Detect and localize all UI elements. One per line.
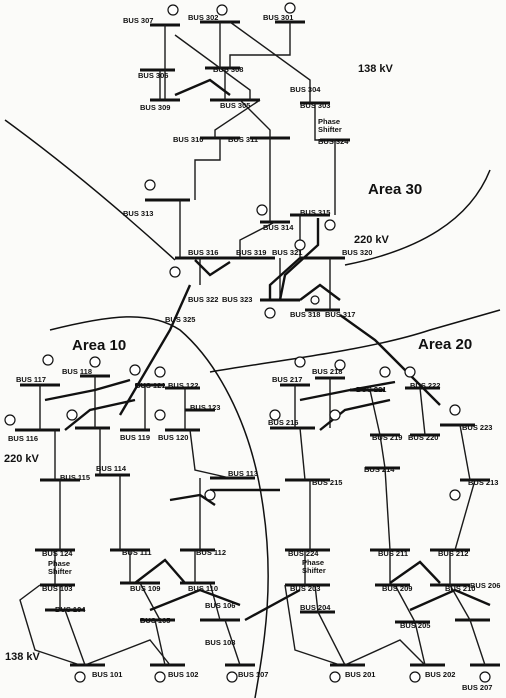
bus-label: BUS 105 <box>140 616 170 625</box>
bus-label: BUS 124 <box>42 549 73 558</box>
voltage-label: 138 kV <box>358 63 394 75</box>
bus-label: BUS 304 <box>290 85 321 94</box>
bus-label: BUS 306 <box>138 71 168 80</box>
bus-label: BUS 322 <box>188 295 218 304</box>
bus-label: BUS 317 <box>325 310 355 319</box>
bus-label: BUS 309 <box>140 103 170 112</box>
bus-label: BUS 210 <box>445 584 475 593</box>
phase-shifter-label: Shifter <box>48 567 72 576</box>
area-boundary-right-lower <box>209 309 501 373</box>
voltage-label: 138 kV <box>5 651 41 663</box>
bus-label: BUS 101 <box>92 670 122 679</box>
bus-label: BUS 111 <box>122 548 152 557</box>
bus-label: BUS 122 <box>168 381 198 390</box>
bus-label: BUS 213 <box>468 478 498 487</box>
bus-label: BUS 207 <box>462 683 492 692</box>
area-boundary-right <box>344 169 491 266</box>
tie-line-30-10 <box>118 284 192 416</box>
bus-label: BUS 316 <box>188 248 218 257</box>
bus-label: BUS 109 <box>130 584 160 593</box>
bus-label: BUS 115 <box>60 473 90 482</box>
bus-label: BUS 216 <box>268 418 298 427</box>
bus-label: BUS 313 <box>123 209 153 218</box>
phase-shifter-label: Phase <box>302 558 324 567</box>
area-label: Area 30 <box>368 181 422 198</box>
bus-label: BUS 108 <box>205 638 235 647</box>
bus-label: BUS 201 <box>345 670 375 679</box>
bus-label: BUS 222 <box>410 381 440 390</box>
area-boundary-left <box>4 119 176 261</box>
bus-label: BUS 206 <box>470 581 500 590</box>
bus-label: BUS 211 <box>378 549 408 558</box>
bus-label: BUS 119 <box>120 433 150 442</box>
bus-label: BUS 121 <box>135 381 165 390</box>
bus-label: BUS 221 <box>356 385 386 394</box>
area-label: Area 10 <box>72 337 126 354</box>
bus-label: BUS 315 <box>300 208 330 217</box>
bus-label: BUS 203 <box>290 584 320 593</box>
tie-line-10-20-b <box>244 588 301 622</box>
bus-label: BUS 114 <box>96 464 127 473</box>
bus-label: BUS 106 <box>205 601 235 610</box>
bus-label: BUS 303 <box>300 101 330 110</box>
area-10-network <box>4 354 255 683</box>
bus-label: BUS 324 <box>318 137 349 146</box>
bus-label: BUS 305 <box>220 101 250 110</box>
bus-label: BUS 112 <box>196 548 226 557</box>
bus-label: BUS 118 <box>62 367 92 376</box>
bus-label: BUS 102 <box>168 670 198 679</box>
tie-line-30-20 <box>339 314 441 406</box>
bus-label: BUS 307 <box>123 16 153 25</box>
bus-label: BUS 318 <box>290 310 320 319</box>
bus-label: BUS 214 <box>364 465 395 474</box>
area-label: Area 20 <box>418 336 472 353</box>
phase-shifter-label: Shifter <box>318 125 342 134</box>
bus-label: BUS 223 <box>462 423 492 432</box>
bus-label: BUS 110 <box>188 584 218 593</box>
bus-label: BUS 215 <box>312 478 342 487</box>
bus-label: BUS 219 <box>372 433 402 442</box>
bus-label: BUS 220 <box>408 433 438 442</box>
bus-label: BUS 323 <box>222 295 252 304</box>
bus-label: BUS 116 <box>8 434 38 443</box>
bus-label: BUS 321 <box>272 248 302 257</box>
bus-label: BUS 202 <box>425 670 455 679</box>
bus-label: BUS 311 <box>228 135 258 144</box>
bus-label: BUS 120 <box>158 433 188 442</box>
bus-label: BUS 314 <box>263 223 294 232</box>
area-20-network <box>269 356 500 683</box>
bus-label: BUS 212 <box>438 549 468 558</box>
bus-label: BUS 104 <box>55 605 86 614</box>
bus-label: BUS 310 <box>173 135 203 144</box>
bus-label: BUS 308 <box>213 65 243 74</box>
bus-label: BUS 217 <box>272 375 302 384</box>
bus-label: BUS 117 <box>16 375 46 384</box>
bus-label: BUS 205 <box>400 621 430 630</box>
bus-label: BUS 123 <box>190 403 220 412</box>
phase-shifter-label: Phase <box>48 559 70 568</box>
bus-label: BUS 218 <box>312 367 342 376</box>
voltage-label: 220 kV <box>354 234 390 246</box>
bus-label: BUS 113 <box>228 469 258 478</box>
bus-label: BUS 319 <box>236 248 266 257</box>
bus-label: BUS 325 <box>165 315 195 324</box>
area-boundary-left-lower <box>49 316 269 698</box>
bus-label: BUS 209 <box>382 584 412 593</box>
bus-label: BUS 204 <box>300 603 331 612</box>
voltage-label: 220 kV <box>4 453 40 465</box>
phase-shifter-label: Phase <box>318 117 340 126</box>
phase-shifter-label: Shifter <box>302 566 326 575</box>
bus-label: BUS 224 <box>288 549 319 558</box>
bus-label: BUS 107 <box>238 670 268 679</box>
bus-label: BUS 301 <box>263 13 293 22</box>
bus-label: BUS 302 <box>188 13 218 22</box>
bus-label: BUS 103 <box>42 584 72 593</box>
bus-label: BUS 320 <box>342 248 372 257</box>
area-30-network <box>140 2 350 319</box>
